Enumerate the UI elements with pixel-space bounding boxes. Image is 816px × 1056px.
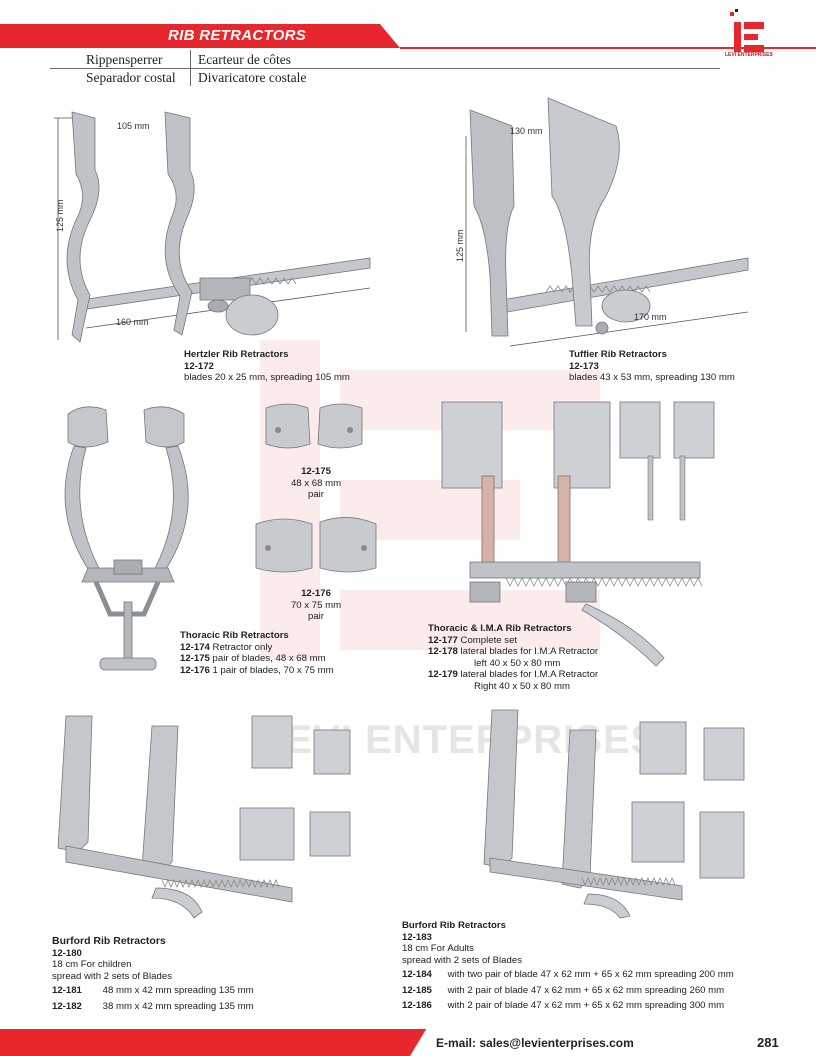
title-german: Rippensperrer (86, 52, 163, 67)
thoracic-item-code: 12-175 (180, 653, 210, 664)
caption-12-176-size: 70 x 75 mm (290, 599, 342, 611)
thoracic-item-text: 1 pair of blades, 70 x 75 mm (212, 664, 334, 676)
burford-children-code: 12-180 (52, 947, 82, 959)
hertzler-name: Hertzler Rib Retractors (184, 349, 289, 360)
caption-12-175-note: pair (308, 489, 324, 500)
thoracic-item-text: pair of blades, 48 x 68 mm (212, 653, 326, 664)
burford-adults-item: 12-185 with 2 pair of blade 47 x 62 mm +… (402, 985, 734, 997)
ima-retractor-illustration (441, 401, 715, 667)
burford-children-item-code: 12-182 (52, 1000, 82, 1012)
hertzler-dim-spread: 105 mm (117, 121, 150, 131)
tuffier-desc: blades 43 x 53 mm, spreading 130 mm (569, 372, 735, 383)
ima-item-sub: left 40 x 50 x 80 mm (474, 657, 561, 669)
burford-adults-item-text: with 2 pair of blade 47 x 62 mm + 65 x 6… (447, 1000, 725, 1011)
tuffier-name: Tuffier Rib Retractors (569, 349, 667, 360)
burford-adults-item: 12-184 with two pair of blade 47 x 62 mm… (402, 969, 734, 981)
burford-children-item-text: 38 mm x 42 mm spreading 135 mm (102, 1000, 254, 1012)
burford-children-illustration (57, 715, 351, 919)
burford-adults-illustration (483, 709, 745, 919)
tuffier-code: 12-173 (569, 360, 599, 372)
ima-item: 12-178 lateral blades for I.M.A Retracto… (428, 646, 598, 658)
burford-children-item-text: 48 mm x 42 mm spreading 135 mm (102, 985, 254, 996)
title-italian: Divaricatore costale (198, 70, 307, 85)
hertzler-desc: blades 20 x 25 mm, spreading 105 mm (184, 372, 350, 383)
tuffier-dim-length: 170 mm (634, 312, 667, 322)
burford-children-item: 12-181 48 mm x 42 mm spreading 135 mm (52, 985, 254, 997)
company-logo-icon (730, 9, 764, 52)
caption-12-176-code: 12-176 (301, 588, 331, 599)
burford-children-line2: spread with 2 sets of Blades (52, 970, 172, 982)
header-band (0, 24, 400, 48)
footer-panel (410, 1029, 816, 1056)
title-spanish: Separador costal (86, 70, 176, 85)
hertzler-retractor-illustration (54, 111, 371, 343)
ima-item: 12-177 Complete set (428, 635, 598, 647)
blades-12-175-illustration (265, 403, 363, 449)
hertzler-code: 12-172 (184, 360, 214, 372)
ima-item-sub: Right 40 x 50 x 80 mm (474, 680, 570, 692)
thoracic-item: 12-174 Retractor only (180, 642, 334, 654)
burford-adults-info: Burford Rib Retractors 12-183 18 cm For … (402, 920, 734, 1012)
burford-adults-item-text: with two pair of blade 47 x 62 mm + 65 x… (447, 969, 734, 980)
tuffier-dim-height: 125 mm (455, 229, 465, 262)
burford-children-line1: 18 cm For children (52, 959, 132, 970)
hertzler-dim-length: 160 mm (116, 317, 149, 327)
burford-children-item-code: 12-181 (52, 985, 82, 996)
burford-children-item: 12-182 38 mm x 42 mm spreading 135 mm (52, 1001, 254, 1013)
ima-item-code: 12-177 (428, 634, 458, 646)
caption-12-175: 12-175 48 x 68 mm pair (272, 466, 360, 501)
burford-children-info: Burford Rib Retractors 12-180 18 cm For … (52, 935, 254, 1013)
ima-item-code: 12-178 (428, 646, 458, 657)
thoracic-retractor-illustration (64, 406, 189, 671)
caption-12-176-note: pair (308, 611, 324, 622)
header-language-separator (190, 50, 191, 86)
burford-adults-item-text: with 2 pair of blade 47 x 62 mm + 65 x 6… (447, 984, 725, 996)
thoracic-item: 12-176 1 pair of blades, 70 x 75 mm (180, 665, 334, 677)
ima-item-text: Complete set (460, 634, 518, 646)
burford-adults-line2: spread with 2 sets of Blades (402, 954, 522, 966)
logo-text: LEVI ENTERPRISES (725, 52, 773, 58)
burford-adults-item-code: 12-186 (402, 1000, 432, 1011)
burford-adults-item-code: 12-185 (402, 984, 432, 996)
ima-name: Thoracic & I.M.A Rib Retractors (428, 623, 572, 634)
burford-adults-name: Burford Rib Retractors (402, 920, 506, 931)
ima-item-text: lateral blades for I.M.A Retractor (460, 669, 599, 680)
burford-children-name: Burford Rib Retractors (52, 935, 166, 947)
blades-12-176-illustration (255, 517, 377, 573)
tuffier-dim-spread: 130 mm (510, 126, 543, 136)
burford-adults-line1: 18 cm For Adults (402, 943, 474, 954)
tuffier-retractor-illustration (465, 97, 749, 347)
caption-12-175-size: 48 x 68 mm (290, 477, 342, 489)
hertzler-dim-height: 125 mm (55, 199, 65, 232)
header-rule (400, 47, 816, 49)
caption-12-175-code: 12-175 (301, 466, 331, 477)
hertzler-info: Hertzler Rib Retractors 12-172 blades 20… (184, 349, 350, 384)
burford-adults-item: 12-186 with 2 pair of blade 47 x 62 mm +… (402, 1000, 734, 1012)
header-divider (50, 68, 720, 69)
burford-adults-item-code: 12-184 (402, 969, 432, 980)
thoracic-item-code: 12-174 (180, 641, 210, 653)
page-number: 281 (757, 1035, 779, 1050)
footer-email[interactable]: E-mail: sales@levienterprises.com (436, 1036, 634, 1050)
thoracic-item-text: Retractor only (212, 641, 273, 653)
caption-12-176: 12-176 70 x 75 mm pair (272, 588, 360, 623)
burford-adults-code: 12-183 (402, 931, 432, 943)
ima-info: Thoracic & I.M.A Rib Retractors 12-177 C… (428, 623, 598, 692)
ima-item-code: 12-179 (428, 669, 458, 680)
page-title: RIB RETRACTORS (168, 27, 307, 44)
thoracic-info: Thoracic Rib Retractors 12-174 Retractor… (180, 630, 334, 676)
tuffier-info: Tuffier Rib Retractors 12-173 blades 43 … (569, 349, 735, 384)
ima-item-text: lateral blades for I.M.A Retractor (460, 646, 599, 657)
ima-item: 12-179 lateral blades for I.M.A Retracto… (428, 669, 598, 681)
thoracic-item-code: 12-176 (180, 664, 210, 676)
thoracic-item: 12-175 pair of blades, 48 x 68 mm (180, 653, 334, 665)
title-french: Ecarteur de côtes (198, 52, 291, 67)
thoracic-name: Thoracic Rib Retractors (180, 630, 289, 641)
